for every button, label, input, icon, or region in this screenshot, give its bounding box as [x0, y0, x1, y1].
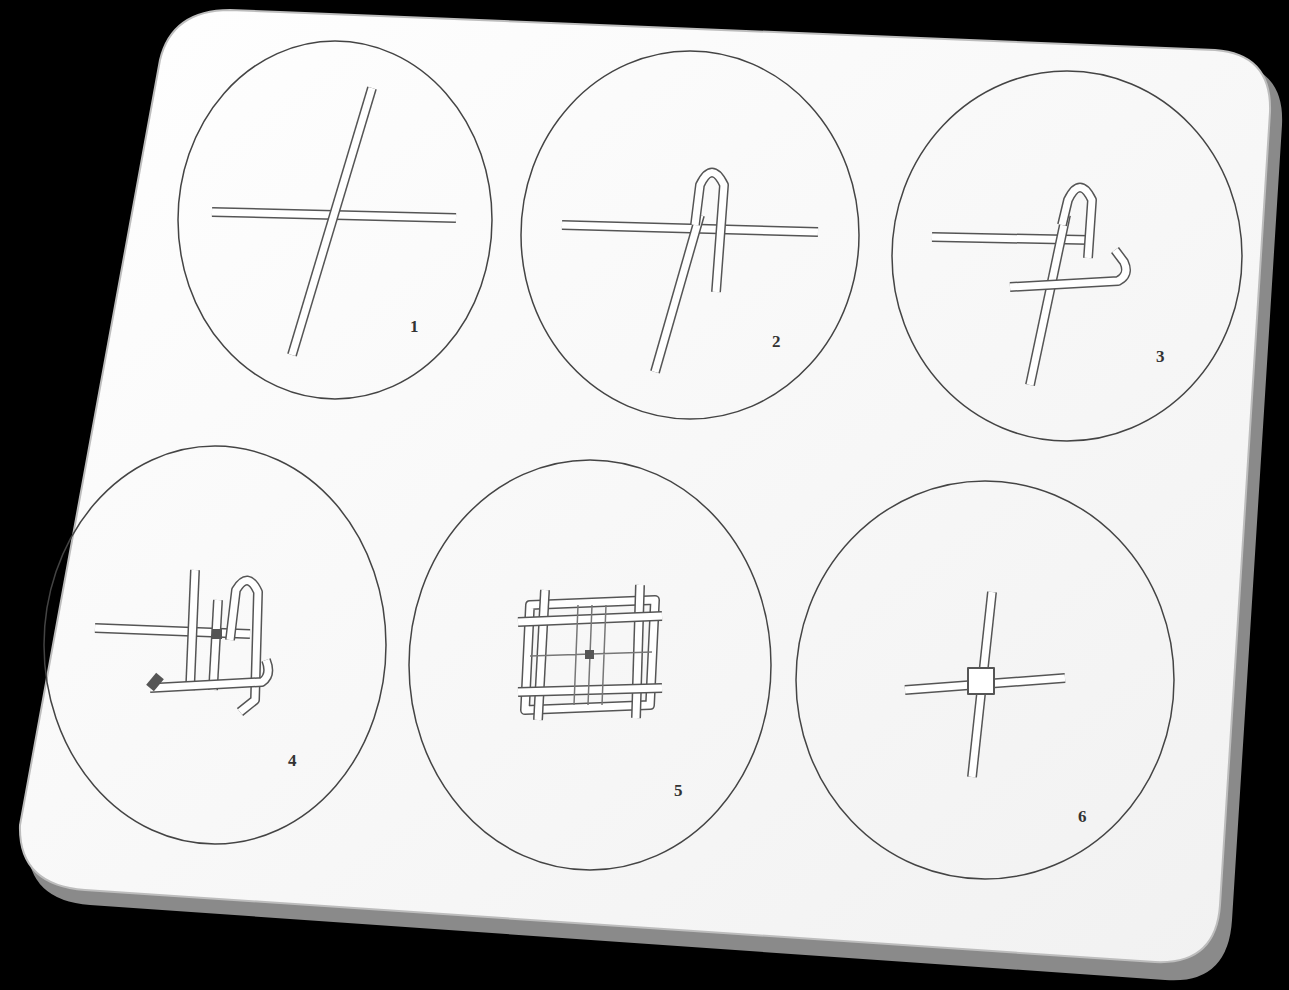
step-number: 5	[674, 782, 683, 799]
strip-cross	[562, 173, 818, 373]
step-circle: 4	[43, 445, 387, 845]
strip-cross	[905, 592, 1065, 777]
step-circle: 5	[408, 459, 772, 871]
circle-outline	[43, 445, 387, 845]
step-number: 2	[772, 333, 781, 350]
step-circle: 2	[520, 50, 860, 420]
strip-weave	[95, 570, 268, 712]
circle-outline	[409, 460, 771, 870]
circle-outline	[178, 41, 492, 399]
weaving-steps	[95, 88, 1126, 777]
strip-weave	[518, 585, 662, 720]
circle-outline	[892, 71, 1242, 441]
step-number: 4	[288, 752, 297, 769]
step-number: 1	[410, 318, 419, 335]
circle-outline	[796, 481, 1174, 879]
strip-cross	[212, 88, 456, 355]
strip-cross	[932, 188, 1126, 386]
circle-outline	[521, 51, 859, 419]
circle-outline	[44, 446, 386, 844]
step-circle: 1	[177, 40, 493, 400]
step-circle: 6	[795, 480, 1175, 880]
step-number: 6	[1078, 808, 1087, 825]
circle-outline	[408, 459, 772, 871]
tray	[20, 10, 1270, 962]
circle-outline	[177, 40, 493, 400]
step-circle: 3	[891, 70, 1243, 442]
circle-outline	[795, 480, 1175, 880]
step-number: 3	[1156, 348, 1165, 365]
circle-outline	[520, 50, 860, 420]
circle-outline	[891, 70, 1243, 442]
